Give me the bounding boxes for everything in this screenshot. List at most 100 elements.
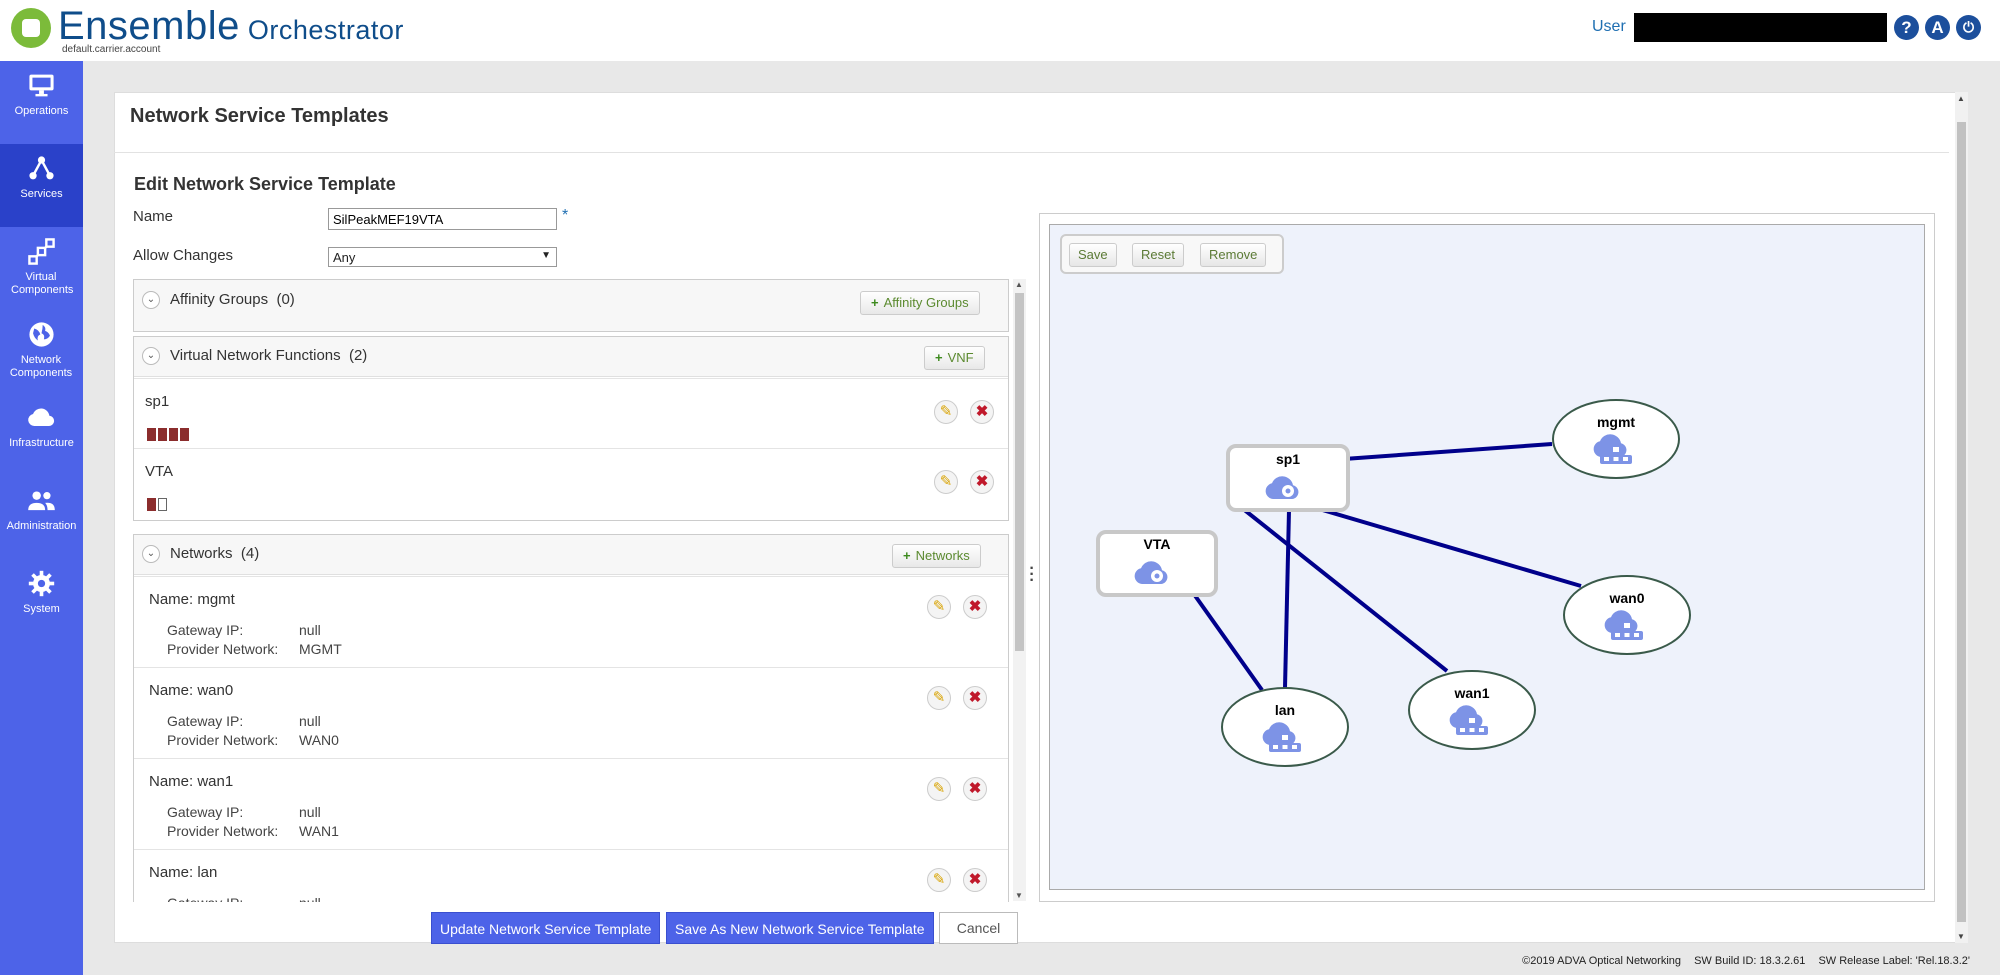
name-label: Name (133, 208, 174, 225)
sidebar-item-label: Virtual Components (11, 271, 74, 296)
scroll-up-icon[interactable]: ▲ (1957, 94, 1965, 103)
chevron-down-icon[interactable]: ⌄ (142, 291, 160, 309)
edit-pencil-icon[interactable]: ✎ (934, 470, 958, 494)
provider-network-value: MGMT (299, 641, 342, 657)
add-vnf-button[interactable]: +VNF (924, 346, 985, 370)
link-sp1-lan[interactable] (1283, 509, 1291, 689)
node-sp1[interactable]: sp1 (1226, 444, 1350, 512)
copyright-text: ©2019 ADVA Optical Networking (1522, 955, 1682, 967)
user-label: User (1592, 18, 1626, 35)
update-template-button[interactable]: Update Network Service Template (431, 912, 661, 944)
vnf-row-sp1: sp1 ✎ ✖ (134, 378, 1008, 448)
vnf-name: VTA (145, 463, 174, 480)
node-vta[interactable]: VTA (1096, 530, 1218, 597)
vnf-status-bars (147, 498, 169, 511)
edit-pencil-icon[interactable]: ✎ (927, 777, 951, 801)
canvas-remove-button[interactable]: Remove (1200, 243, 1267, 267)
edit-pencil-icon[interactable]: ✎ (927, 868, 951, 892)
delete-x-icon[interactable]: ✖ (963, 868, 987, 892)
delete-x-icon[interactable]: ✖ (963, 686, 987, 710)
vnf-title: Virtual Network Functions (2) (170, 347, 368, 364)
provider-network-value: WAN0 (299, 732, 339, 748)
delete-x-icon[interactable]: ✖ (970, 400, 994, 424)
networks-section: ⌄ Networks (4) +Networks Name: mgmt Gate… (133, 534, 1009, 902)
sidebar-item-infrastructure[interactable]: Infrastructure (0, 393, 83, 476)
sidebar-item-label: Administration (6, 520, 77, 532)
gateway-ip-value: null (299, 804, 321, 820)
provider-network-label: Provider Network: (167, 732, 279, 748)
chevron-down-icon: ▼ (541, 250, 551, 261)
node-label: sp1 (1276, 451, 1300, 467)
delete-x-icon[interactable]: ✖ (963, 777, 987, 801)
plus-icon: + (871, 295, 879, 310)
sidebar-item-label: Services (20, 188, 63, 200)
pane-splitter-handle[interactable]: ··· (1029, 560, 1035, 589)
allow-changes-select[interactable]: Any ▼ (328, 247, 557, 267)
affinity-groups-section: ⌄ Affinity Groups (0) +Affinity Groups (133, 279, 1009, 332)
gateway-ip-label: Gateway IP: (167, 622, 244, 638)
network-item-lan: Name: lan Gateway IP: null ✎ ✖ (134, 849, 1008, 902)
sidebar-item-label: Operations (14, 105, 69, 117)
page-title: Network Service Templates (130, 105, 389, 127)
link-vta-lan[interactable] (1189, 588, 1264, 692)
node-lan[interactable]: lan (1221, 687, 1349, 767)
scrollbar-thumb[interactable] (1957, 122, 1966, 922)
account-name: default.carrier.account (62, 44, 161, 55)
sidebar-item-label: Network Components (9, 354, 73, 379)
node-label: wan0 (1608, 590, 1644, 606)
name-field[interactable] (328, 208, 557, 230)
network-name: Name: lan (149, 864, 218, 881)
affinity-groups-title: Affinity Groups (0) (170, 291, 295, 308)
delete-x-icon[interactable]: ✖ (970, 470, 994, 494)
topology-graph[interactable]: sp1 VTA mgmt wan0 wan1 lan (1049, 224, 1925, 890)
footer: ©2019 ADVA Optical Networking SW Build I… (1512, 955, 1970, 967)
chevron-down-icon[interactable]: ⌄ (142, 347, 160, 365)
networks-header: ⌄ Networks (4) +Networks (134, 535, 1008, 575)
canvas-reset-button[interactable]: Reset (1132, 243, 1184, 267)
scroll-up-icon[interactable]: ▲ (1015, 280, 1023, 289)
vnf-row-vta: VTA ✎ ✖ (134, 448, 1008, 518)
delete-x-icon[interactable]: ✖ (963, 595, 987, 619)
network-item-wan0: Name: wan0 Gateway IP: null Provider Net… (134, 667, 1008, 758)
status-bar-filled (147, 428, 156, 441)
edit-pencil-icon[interactable]: ✎ (927, 686, 951, 710)
sidebar-item-system[interactable]: System (0, 559, 83, 642)
scroll-down-icon[interactable]: ▼ (1015, 891, 1023, 900)
title-divider (114, 152, 1949, 153)
save-as-new-template-button[interactable]: Save As New Network Service Template (666, 912, 934, 944)
chevron-down-icon[interactable]: ⌄ (142, 545, 160, 563)
gateway-ip-value: null (299, 622, 321, 638)
edit-pencil-icon[interactable]: ✎ (934, 400, 958, 424)
node-label: mgmt (1597, 414, 1635, 430)
cancel-button[interactable]: Cancel (939, 912, 1018, 944)
network-name: Name: wan1 (149, 773, 234, 790)
list-scrollbar[interactable]: ▲ ▼ (1013, 279, 1026, 901)
help-icon[interactable]: ? (1894, 15, 1919, 40)
product-name: Orchestrator (247, 15, 404, 45)
page-scrollbar[interactable]: ▲ ▼ (1955, 92, 1968, 943)
build-id: SW Build ID: 18.3.2.61 (1694, 955, 1806, 967)
logout-icon[interactable]: ⏻ (1956, 15, 1981, 40)
account-icon[interactable]: A (1925, 15, 1950, 40)
sidebar-item-network-components[interactable]: Network Components (0, 310, 83, 393)
add-affinity-group-button[interactable]: +Affinity Groups (860, 291, 980, 315)
services-icon (29, 156, 54, 180)
node-mgmt[interactable]: mgmt (1552, 399, 1680, 479)
node-wan1[interactable]: wan1 (1408, 670, 1536, 750)
vnf-header: ⌄ Virtual Network Functions (2) +VNF (134, 337, 1008, 377)
provider-network-value: WAN1 (299, 823, 339, 839)
canvas-save-button[interactable]: Save (1069, 243, 1117, 267)
sidebar-item-operations[interactable]: Operations (0, 61, 83, 144)
edit-pencil-icon[interactable]: ✎ (927, 595, 951, 619)
scrollbar-thumb[interactable] (1015, 293, 1024, 651)
sidebar-item-services[interactable]: Services (0, 144, 83, 227)
section-title: Edit Network Service Template (134, 174, 396, 194)
link-sp1-wan1[interactable] (1240, 506, 1449, 673)
sidebar-item-administration[interactable]: Administration (0, 476, 83, 559)
node-wan0[interactable]: wan0 (1563, 575, 1691, 655)
sidebar-item-virtual-components[interactable]: Virtual Components (0, 227, 83, 310)
scroll-down-icon[interactable]: ▼ (1957, 932, 1965, 941)
add-network-button[interactable]: +Networks (892, 544, 981, 568)
